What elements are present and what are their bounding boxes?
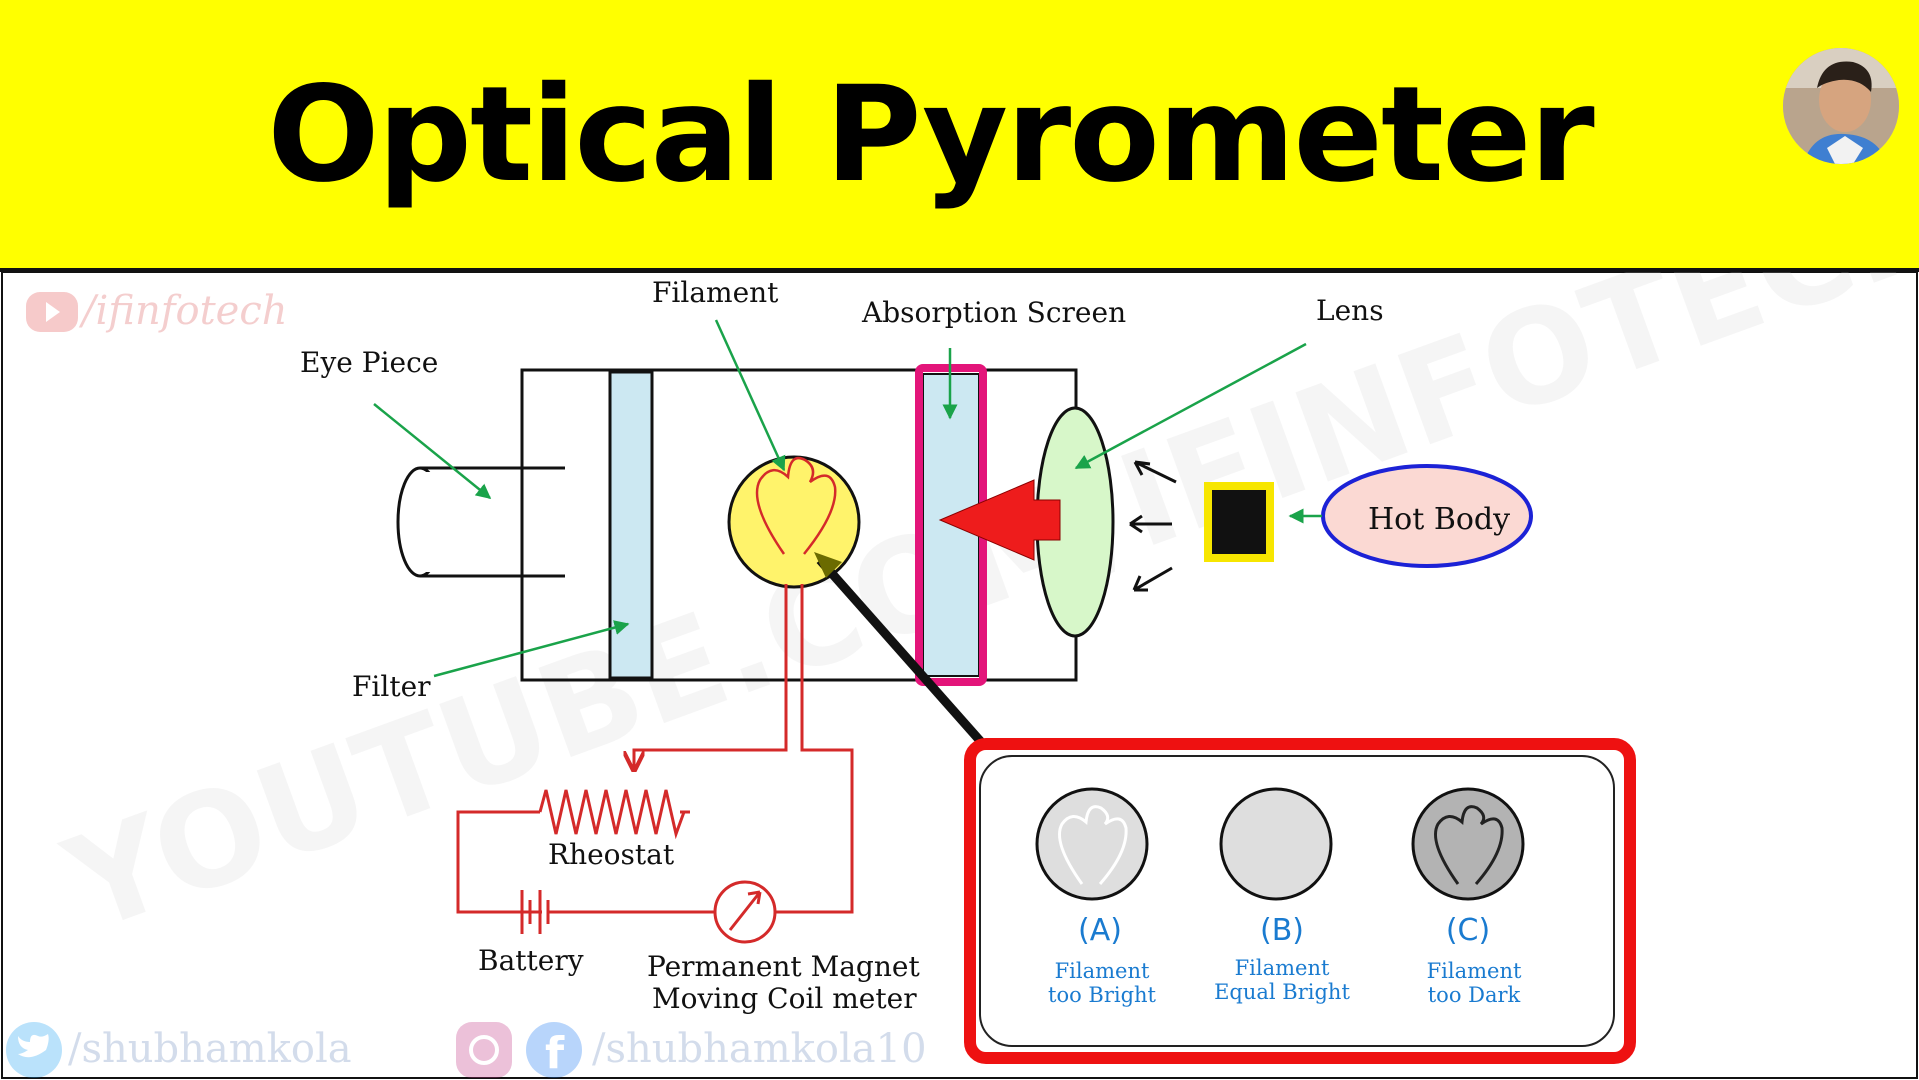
social-watermarks: /shubhamkola f /shubhamkola10 <box>6 1022 927 1079</box>
battery-label: Battery <box>478 944 584 977</box>
ammeter-icon <box>713 880 777 944</box>
page-title: Optical Pyrometer <box>267 58 1594 212</box>
youtube-icon <box>26 292 78 332</box>
svg-text:f: f <box>545 1028 565 1079</box>
state-a-letter: (A) <box>1078 913 1122 948</box>
meter-label-line1: Permanent Magnet <box>647 950 920 983</box>
circuit <box>456 584 854 914</box>
diagram-canvas: YOUTUBE.COM/IFINFOTECH /ifinfotech Hot B… <box>1 272 1919 1079</box>
state-a-line2: too Bright <box>1048 983 1157 1007</box>
hot-body-label: Hot Body <box>1368 502 1510 537</box>
youtube-handle: /ifinfotech <box>78 288 288 334</box>
state-c-line2: too Dark <box>1428 983 1521 1007</box>
avatar <box>1783 48 1899 164</box>
state-b-letter: (B) <box>1260 913 1304 948</box>
brightness-inset-frame <box>964 738 1636 1064</box>
filament-bulb <box>727 455 861 589</box>
incoming-rays <box>1129 460 1177 592</box>
youtube-watermark: /ifinfotech <box>26 288 288 334</box>
state-b: (B) Filament Equal Bright <box>1214 787 1350 1004</box>
social-handle: /shubhamkola10 <box>592 1026 927 1072</box>
hot-body: Hot Body <box>1321 464 1533 568</box>
hot-body-source <box>1204 482 1274 562</box>
state-c: (C) Filament too Dark <box>1411 787 1525 1007</box>
battery-icon <box>500 890 564 934</box>
arrow-icon <box>938 479 1061 561</box>
twitter-handle: /shubhamkola <box>68 1026 352 1072</box>
filter-label: Filter <box>352 670 431 703</box>
state-c-letter: (C) <box>1446 913 1490 948</box>
content-frame <box>1 272 1918 1079</box>
absorption-screen-label: Absorption Screen <box>861 296 1126 329</box>
eye-piece-label: Eye Piece <box>300 346 438 379</box>
instagram-icon <box>456 1022 512 1078</box>
lens-label: Lens <box>1316 294 1384 327</box>
state-b-line1: Filament <box>1235 956 1330 980</box>
rheostat-icon <box>538 789 686 840</box>
header-banner: Optical Pyrometer <box>0 0 1919 272</box>
inset-pointer <box>816 557 994 755</box>
twitter-icon <box>6 1022 62 1078</box>
state-a-line1: Filament <box>1055 959 1150 983</box>
filter <box>608 370 654 680</box>
state-a: (A) Filament too Bright <box>1035 787 1157 1007</box>
filament-label: Filament <box>652 276 779 309</box>
meter-label-line2: Moving Coil meter <box>652 982 917 1015</box>
state-b-line2: Equal Bright <box>1214 980 1350 1004</box>
rheostat-label: Rheostat <box>548 838 675 871</box>
state-c-line1: Filament <box>1427 959 1522 983</box>
facebook-icon <box>526 1022 582 1078</box>
